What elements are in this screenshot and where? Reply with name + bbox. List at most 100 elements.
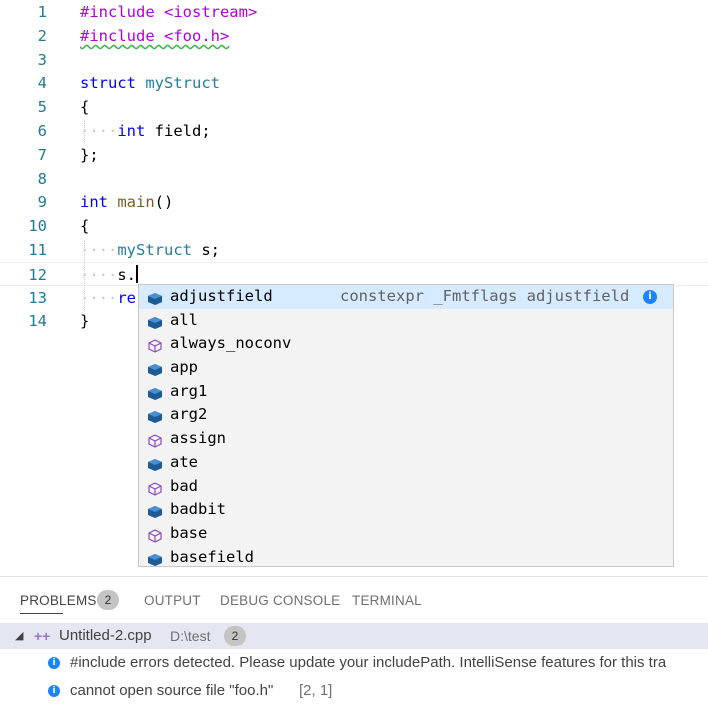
tab-label: PROBLEMS: [20, 593, 97, 608]
code-line[interactable]: 1#include <iostream>: [0, 0, 708, 24]
suggest-item[interactable]: basefield: [139, 546, 673, 566]
suggest-item[interactable]: assign: [139, 427, 673, 451]
method-icon: [147, 432, 163, 448]
line-number: 13: [28, 288, 47, 307]
code-line[interactable]: 7};: [0, 143, 708, 167]
code-text: struct myStruct: [80, 74, 220, 93]
suggest-widget[interactable]: adjustfield constexpr _Fmtflags adjustfie…: [138, 284, 674, 567]
method-icon: [147, 337, 163, 354]
suggest-label: arg1: [170, 381, 208, 400]
code-line[interactable]: 2 #include <foo.h>: [0, 24, 708, 48]
problem-file-row[interactable]: ◢ ++ Untitled-2.cpp D:\test 2: [0, 623, 708, 649]
suggest-label: all: [170, 310, 198, 329]
line-number: 12: [28, 265, 47, 284]
code-text: #include <iostream>: [80, 3, 258, 21]
line-number: 3: [37, 50, 47, 69]
code-line[interactable]: 3: [0, 48, 708, 72]
tab-output[interactable]: OUTPUT: [144, 593, 201, 608]
code-text: ····myStruct s;: [80, 241, 220, 259]
line-number: 10: [28, 217, 47, 236]
line-number: 4: [37, 74, 47, 93]
field-icon: [147, 361, 163, 377]
suggest-item[interactable]: app: [139, 356, 673, 380]
suggest-item[interactable]: ate: [139, 451, 673, 475]
tab-debug-console[interactable]: DEBUG CONSOLE: [220, 593, 341, 608]
line-number: 6: [37, 122, 47, 140]
code-text: }: [80, 312, 90, 331]
tab-terminal[interactable]: TERMINAL: [352, 593, 422, 608]
file-problem-count-badge: 2: [224, 626, 246, 646]
problem-message[interactable]: i #include errors detected. Please updat…: [0, 649, 708, 677]
field-icon: [147, 503, 163, 519]
line-number: 7: [37, 145, 47, 164]
field-icon: [147, 385, 163, 400]
problem-message[interactable]: i cannot open source file "foo.h" [2, 1]: [0, 677, 708, 705]
field-icon: [147, 314, 163, 329]
tab-problems[interactable]: PROBLEMS 2: [20, 590, 119, 614]
suggest-item[interactable]: base: [139, 522, 673, 546]
file-path: D:\test: [170, 628, 211, 644]
method-icon: [147, 480, 163, 496]
code-line[interactable]: 12 ····s.: [0, 261, 708, 286]
info-icon: i: [48, 657, 60, 669]
suggest-label: bad: [170, 476, 198, 495]
code-line[interactable]: 4 struct myStruct: [0, 71, 708, 95]
code-text: int main(): [80, 193, 174, 212]
suggest-item[interactable]: always_noconv: [139, 332, 673, 356]
code-text: };: [80, 145, 99, 164]
code-line[interactable]: 9 int main(): [0, 190, 708, 214]
code-line[interactable]: 10 {: [0, 214, 708, 238]
code-line[interactable]: 11 ····myStruct s;: [0, 238, 708, 262]
line-number: 9: [37, 193, 47, 212]
suggest-item[interactable]: arg2: [139, 403, 673, 427]
code-text: ····int field;: [80, 122, 211, 140]
code-line[interactable]: 5{: [0, 95, 708, 119]
method-icon: [147, 527, 163, 543]
suggest-item[interactable]: bad: [139, 475, 673, 499]
suggest-label: basefield: [170, 547, 254, 566]
suggest-label: ate: [170, 452, 198, 471]
line-number: 5: [37, 98, 47, 117]
file-name: Untitled-2.cpp: [59, 627, 152, 644]
text-cursor: [136, 264, 138, 283]
code-text: {: [80, 98, 90, 117]
collapse-chevron-icon[interactable]: ◢: [15, 630, 24, 642]
code-line[interactable]: 6 ····int field;: [0, 119, 708, 143]
indent-guide: [84, 120, 85, 144]
suggest-label: app: [170, 358, 198, 377]
line-number: 8: [37, 169, 47, 188]
suggest-label: base: [170, 523, 208, 542]
line-number: 2: [37, 26, 47, 45]
code-line[interactable]: 13 ····re: [0, 286, 708, 310]
indent-guide: [84, 240, 85, 312]
field-icon: [147, 408, 163, 424]
suggest-item[interactable]: adjustfield constexpr _Fmtflags adjustfie…: [139, 285, 673, 309]
bottom-panel: PROBLEMS 2 OUTPUT DEBUG CONSOLE TERMINAL…: [0, 576, 708, 717]
info-icon: i: [48, 685, 60, 697]
code-line[interactable]: 8: [0, 167, 708, 191]
suggest-detail: constexpr _Fmtflags adjustfield: [340, 287, 630, 305]
suggest-label: arg2: [170, 405, 208, 424]
suggest-item[interactable]: all: [139, 309, 673, 333]
suggest-label: adjustfield: [170, 287, 273, 305]
suggest-item[interactable]: badbit: [139, 498, 673, 522]
panel-tabs: PROBLEMS 2 OUTPUT DEBUG CONSOLE TERMINAL: [0, 577, 708, 623]
problem-location: [2, 1]: [299, 682, 333, 699]
code-text: #include <foo.h>: [80, 26, 230, 45]
problems-count-badge: 2: [97, 590, 119, 610]
problem-text: #include errors detected. Please update …: [70, 654, 667, 671]
line-number: 14: [28, 312, 47, 331]
code-text: {: [80, 217, 90, 236]
field-icon: [147, 290, 163, 305]
cpp-file-icon: ++: [34, 628, 51, 644]
suggest-item[interactable]: arg1: [139, 380, 673, 404]
code-line[interactable]: 14}: [0, 309, 708, 333]
suggest-label: always_noconv: [170, 334, 292, 353]
code-text: ····re: [80, 288, 136, 307]
line-number: 11: [28, 241, 47, 259]
field-icon: [147, 551, 163, 566]
problem-text: cannot open source file "foo.h": [70, 682, 274, 699]
code-text: ····s.: [80, 264, 138, 284]
field-icon: [147, 456, 163, 471]
info-icon[interactable]: i: [643, 290, 657, 304]
